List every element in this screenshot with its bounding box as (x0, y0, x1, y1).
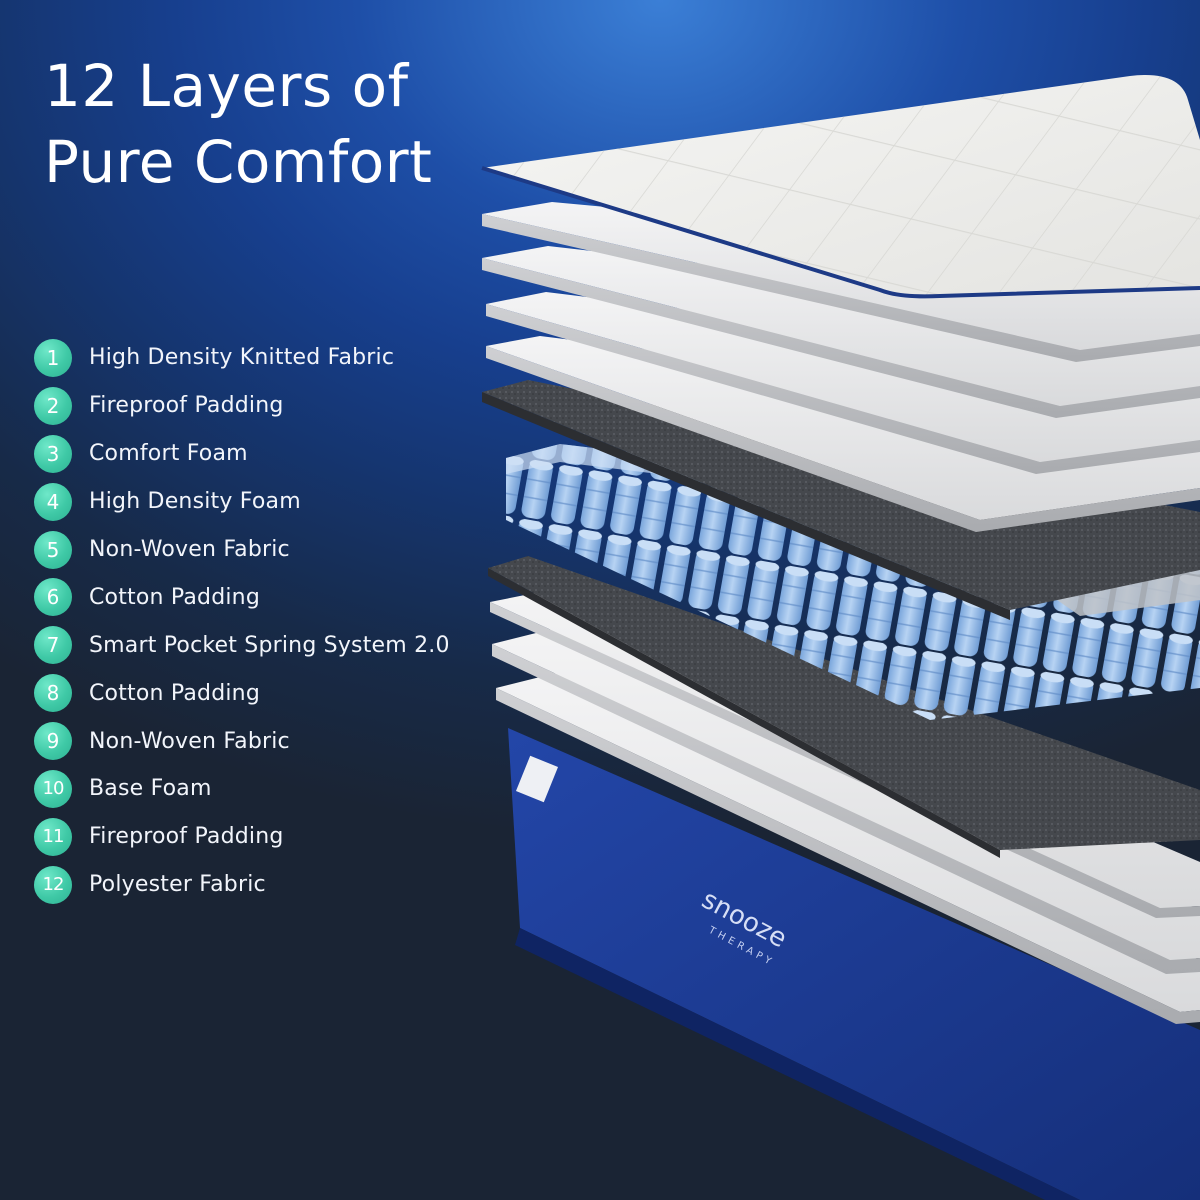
layer-item: 7 Smart Pocket Spring System 2.0 (34, 621, 474, 669)
layer-item: 12 Polyester Fabric (34, 861, 474, 909)
layer-label: Cotton Padding (89, 680, 260, 706)
layer-base-block: snooze THERAPY (508, 728, 1200, 1200)
layer-label: High Density Foam (89, 489, 301, 515)
brand-side-tag (515, 755, 559, 803)
layer-item: 3 Comfort Foam (34, 430, 474, 478)
layer-label: Fireproof Padding (89, 824, 284, 850)
layer-item: 11 Fireproof Padding (34, 813, 474, 861)
layer-number-badge: 7 (34, 626, 72, 665)
layer-cotton-padding-bottom (488, 556, 1200, 858)
layer-label: Polyester Fabric (89, 872, 266, 898)
layer-number-badge: 10 (34, 769, 72, 808)
layer-label: Comfort Foam (89, 441, 248, 467)
layer-number-badge: 9 (34, 722, 72, 761)
layer-item: 6 Cotton Padding (34, 573, 474, 621)
layer-base-foam (492, 628, 1200, 974)
layer-number-badge: 5 (34, 530, 72, 569)
layer-item: 5 Non-Woven Fabric (34, 526, 474, 574)
layer-label: Cotton Padding (89, 584, 260, 610)
layer-high-density-foam (486, 292, 1200, 474)
layer-number-badge: 6 (34, 578, 72, 617)
layer-number-badge: 12 (34, 865, 72, 904)
layer-comfort-foam (482, 246, 1200, 418)
layer-non-woven-top (486, 336, 1200, 532)
layer-number-badge: 4 (34, 482, 72, 521)
layer-fireproof-padding-bottom (496, 672, 1200, 1024)
layer-label: High Density Knitted Fabric (89, 345, 395, 371)
layer-label: Base Foam (89, 776, 212, 802)
headline-line-2: Pure Comfort (44, 128, 433, 196)
layer-knitted-fabric-top (481, 75, 1200, 299)
layer-label: Smart Pocket Spring System 2.0 (89, 632, 450, 658)
layer-cotton-padding-top (482, 380, 1200, 620)
layer-item: 1 High Density Knitted Fabric (34, 334, 474, 382)
layer-item: 10 Base Foam (34, 765, 474, 813)
layer-label: Non-Woven Fabric (89, 728, 290, 754)
layer-number-badge: 3 (34, 434, 72, 473)
headline: 12 Layers of Pure Comfort (44, 48, 504, 200)
layer-label: Fireproof Padding (89, 393, 284, 419)
layer-number-badge: 8 (34, 674, 72, 713)
layer-item: 9 Non-Woven Fabric (34, 717, 474, 765)
headline-line-1: 12 Layers of (44, 52, 409, 120)
mattress-exploded-illustration: snooze THERAPY (481, 75, 1200, 1200)
layer-label: Non-Woven Fabric (89, 537, 290, 562)
layer-number-badge: 11 (34, 817, 72, 856)
layer-number-badge: 2 (34, 386, 72, 425)
layer-item: 2 Fireproof Padding (34, 382, 474, 430)
layer-item: 8 Cotton Padding (34, 669, 474, 717)
layer-item: 4 High Density Foam (34, 478, 474, 526)
layer-number-badge: 1 (34, 338, 72, 377)
